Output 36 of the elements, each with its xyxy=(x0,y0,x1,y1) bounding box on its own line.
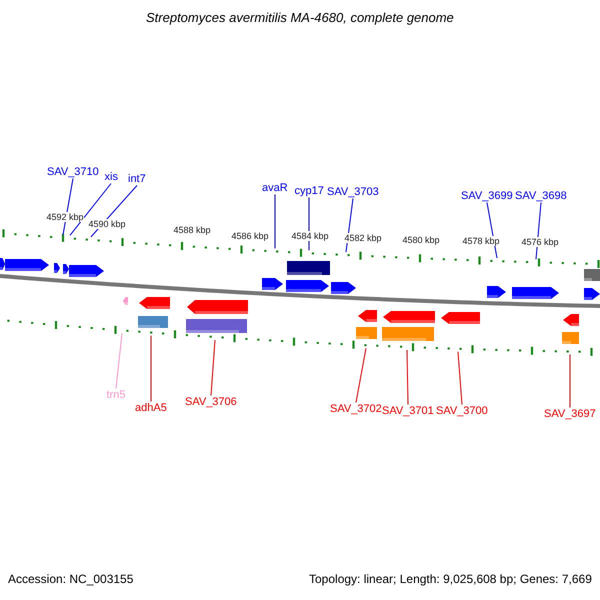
leader-line xyxy=(150,335,152,402)
gene-label: xis xyxy=(104,170,118,184)
gene-label: avaR xyxy=(262,182,288,194)
gene-label: int7 xyxy=(128,172,146,186)
leader-line xyxy=(116,332,122,389)
gene-label: SAV_3706 xyxy=(185,396,237,408)
scale-label: 4582 kbp xyxy=(344,233,382,244)
scale-label: 4590 kbp xyxy=(88,219,126,230)
scale-label: 4588 kbp xyxy=(174,225,211,236)
leader-line xyxy=(210,339,216,396)
gene-label: SAV_3698 xyxy=(515,190,567,202)
gene-label: SAV_3699 xyxy=(461,190,513,202)
scale-label: 4584 kbp xyxy=(292,231,329,242)
scale-label: 4586 kbp xyxy=(232,231,269,242)
diagram-title: Streptomyces avermitilis MA-4680, complete genome xyxy=(146,10,454,26)
leader-line xyxy=(274,194,276,249)
leader-line xyxy=(70,183,112,236)
scale-label: 4576 kbp xyxy=(522,237,559,248)
gene-label: SAV_3700 xyxy=(436,404,488,418)
gene-label: adhA5 xyxy=(135,402,167,414)
leader-line xyxy=(356,348,366,403)
genome-summary-note: Topology: linear; Length: 9,025,608 bp; Genes: 7,669 xyxy=(309,573,592,587)
scale-label: 4580 kbp xyxy=(402,235,440,246)
scale-label: 4592 kbp xyxy=(46,212,84,222)
gene-label: cyp17 xyxy=(294,184,324,198)
leader-line xyxy=(458,351,462,405)
leader-line xyxy=(406,349,408,405)
gene-label: SAV_3703 xyxy=(327,186,379,198)
scale-track xyxy=(7,320,593,356)
scale-label: 4578 kbp xyxy=(462,236,500,246)
gene-label: trn5 xyxy=(106,388,126,402)
gene-label: SAV_3710 xyxy=(47,166,99,178)
gene-label: SAV_3701 xyxy=(382,404,434,418)
accession-note: Accession: NC_003155 xyxy=(8,573,134,587)
gene-label: SAV_3702 xyxy=(330,402,382,416)
gene-label: SAV_3697 xyxy=(544,408,596,420)
